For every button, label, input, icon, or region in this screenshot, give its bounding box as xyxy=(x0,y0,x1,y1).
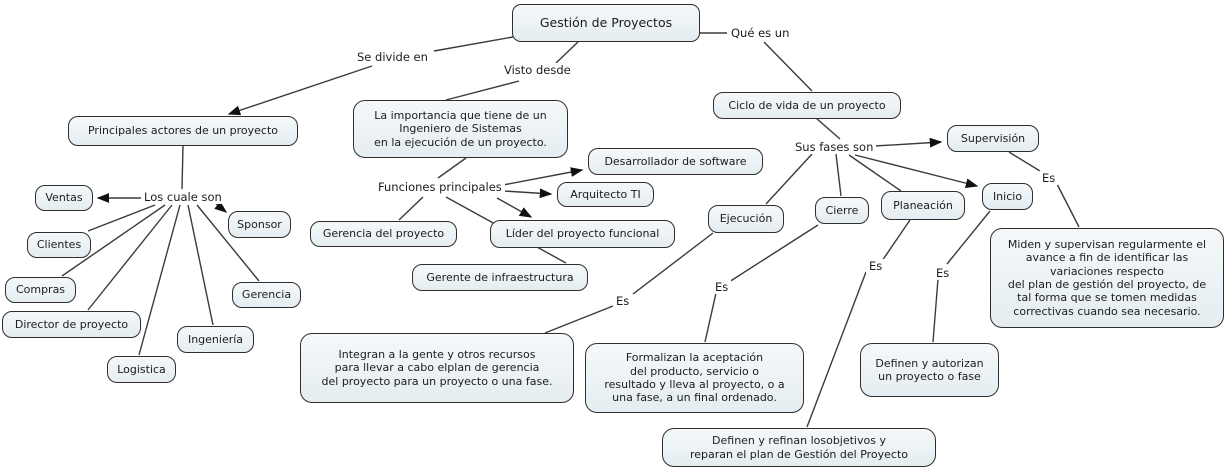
node-clientes[interactable]: Clientes xyxy=(27,232,91,258)
node-director-de-proyecto[interactable]: Director de proyecto xyxy=(2,311,141,338)
link-label-es-inicio[interactable]: Es xyxy=(933,266,953,280)
node-formalizan-aceptacion[interactable]: Formalizan la aceptación del producto, s… xyxy=(585,343,804,413)
link-label-es-supervision[interactable]: Es xyxy=(1039,171,1059,185)
node-integran-gente-recursos[interactable]: Integran a la gente y otros recursos par… xyxy=(300,333,574,403)
node-gerente-infraestructura[interactable]: Gerente de infraestructura xyxy=(412,264,588,291)
node-planeacion[interactable]: Planeación xyxy=(881,191,965,220)
node-definen-autorizan[interactable]: Definen y autorizan un proyecto o fase xyxy=(860,343,999,397)
node-arquitecto-ti[interactable]: Arquitecto TI xyxy=(557,182,654,207)
node-ciclo-de-vida[interactable]: Ciclo de vida de un proyecto xyxy=(713,92,901,119)
node-definen-refinan-objetivos[interactable]: Definen y refinan losobjetivos y reparan… xyxy=(662,428,936,467)
node-desarrollador-de-software[interactable]: Desarrollador de software xyxy=(588,148,763,175)
node-miden-y-supervisan[interactable]: Miden y supervisan regularmente el avanc… xyxy=(990,228,1224,328)
link-label-que-es-un[interactable]: Qué es un xyxy=(728,26,793,40)
link-label-es-ejecucion[interactable]: Es xyxy=(613,294,633,308)
node-principales-actores[interactable]: Principales actores de un proyecto xyxy=(68,116,298,146)
link-label-se-divide-en[interactable]: Se divide en xyxy=(354,50,431,64)
node-inicio[interactable]: Inicio xyxy=(982,183,1033,210)
node-cierre[interactable]: Cierre xyxy=(815,197,869,224)
node-gestion-de-proyectos[interactable]: Gestión de Proyectos xyxy=(512,4,700,42)
node-ejecucion[interactable]: Ejecución xyxy=(708,205,784,233)
link-label-es-cierre[interactable]: Es xyxy=(712,280,732,294)
node-ingenieria[interactable]: Ingeniería xyxy=(177,326,254,353)
link-label-visto-desde[interactable]: Visto desde xyxy=(501,63,574,77)
node-gerencia[interactable]: Gerencia xyxy=(232,282,301,308)
node-ventas[interactable]: Ventas xyxy=(35,185,93,211)
link-label-los-cuale-son[interactable]: Los cuale son xyxy=(141,190,225,204)
node-importancia-ingeniero[interactable]: La importancia que tiene de un Ingeniero… xyxy=(353,100,568,158)
node-sponsor[interactable]: Sponsor xyxy=(228,211,291,238)
node-gerencia-del-proyecto[interactable]: Gerencia del proyecto xyxy=(310,221,457,247)
link-label-es-planeacion[interactable]: Es xyxy=(866,259,886,273)
node-lider-proyecto-funcional[interactable]: Líder del proyecto funcional xyxy=(490,220,675,248)
node-compras[interactable]: Compras xyxy=(5,277,76,303)
link-label-sus-fases-son[interactable]: Sus fases son xyxy=(792,140,877,154)
node-logistica[interactable]: Logistica xyxy=(107,356,176,383)
node-supervision[interactable]: Supervisión xyxy=(947,125,1039,152)
link-label-funciones-principales[interactable]: Funciones principales xyxy=(375,180,505,194)
